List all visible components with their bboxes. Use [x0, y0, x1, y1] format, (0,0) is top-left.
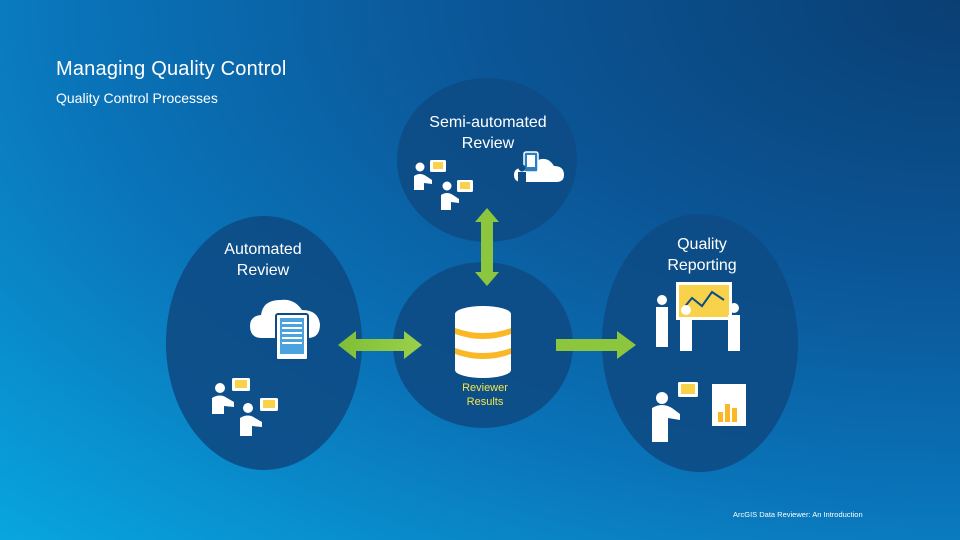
arrow-right — [556, 331, 636, 359]
footer-text: ArcGIS Data Reviewer: An Introduction — [733, 510, 863, 519]
automated-review-label: Automated Review — [224, 241, 302, 279]
double-arrow-vertical — [475, 208, 499, 286]
page-subtitle: Quality Control Processes — [56, 90, 218, 106]
people-laptops-icon — [212, 378, 278, 436]
semi-automated-review-label: Semi-automated Review — [429, 114, 547, 152]
person-mobile-cloud-icon — [514, 151, 564, 187]
reviewer-results-label: Reviewer Results — [462, 382, 508, 408]
quality-reporting-label: Quality Reporting — [667, 236, 737, 274]
cloud-server-icon — [250, 299, 320, 361]
person-laptop-report-icon — [652, 382, 746, 442]
database-icon — [455, 306, 511, 378]
quality-reporting-node — [602, 214, 798, 472]
double-arrow-horizontal — [338, 331, 422, 359]
people-laptops-icon — [414, 160, 473, 210]
presentation-board-icon — [656, 282, 740, 351]
page-title: Managing Quality Control — [56, 58, 287, 80]
